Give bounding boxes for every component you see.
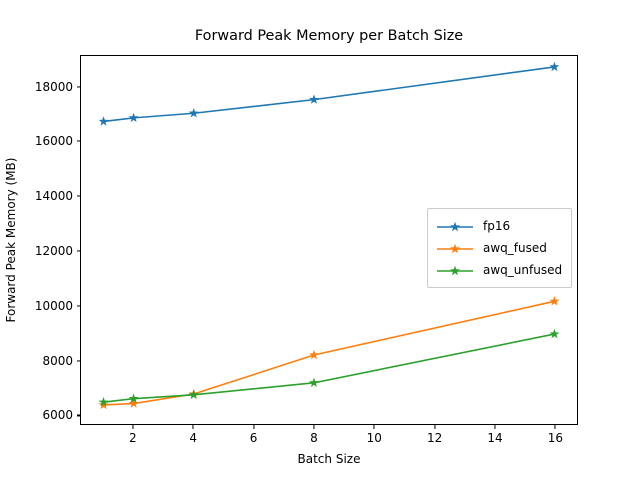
legend-label: awq_fused <box>483 241 547 255</box>
legend[interactable]: fp16 awq_fused awq_unfused <box>427 208 573 288</box>
y-tick-label: 6000 <box>42 408 73 423</box>
x-tick-mark <box>252 425 255 429</box>
x-tick-mark <box>192 425 194 429</box>
data-point-marker <box>98 399 109 410</box>
data-point-marker <box>128 112 139 123</box>
series-canvas <box>98 61 560 410</box>
x-tick-label: 14 <box>487 431 503 445</box>
data-point-marker <box>549 61 560 72</box>
x-tick-label: 6 <box>249 431 258 445</box>
x-axis-label: Batch Size <box>297 452 361 466</box>
x-tick-mark <box>434 425 436 429</box>
y-tick-mark <box>76 250 80 252</box>
data-point-marker <box>309 349 319 360</box>
data-point-marker <box>549 296 560 306</box>
x-tick-mark <box>132 425 134 429</box>
y-tick-mark <box>76 360 80 362</box>
x-tick-mark <box>313 425 315 429</box>
x-tick-label: 10 <box>366 431 382 445</box>
x-axis-tick-labels: 2 4 6 8 10 12 14 16 <box>80 431 578 449</box>
y-tick-label: 8000 <box>42 353 73 368</box>
x-tick-label: 8 <box>310 431 318 445</box>
legend-item-fp16[interactable]: fp16 <box>436 215 562 237</box>
plot-area <box>80 55 578 425</box>
y-axis-tick-labels: 6000 8000 10000 12000 14000 16000 18000 <box>0 55 73 425</box>
data-point-marker <box>188 108 199 118</box>
y-tick-label: 12000 <box>34 243 73 258</box>
y-axis-label: Forward Peak Memory (MB) <box>4 157 18 323</box>
legend-item-awq_fused[interactable]: awq_fused <box>436 237 562 259</box>
series-line <box>102 333 556 403</box>
legend-swatch-icon <box>436 241 474 255</box>
x-tick-label: 2 <box>128 431 137 445</box>
data-point-marker <box>309 377 319 388</box>
x-tick-mark <box>554 425 556 429</box>
y-tick-label: 18000 <box>34 79 73 94</box>
series-awq_unfused <box>98 328 560 407</box>
data-point-marker <box>98 397 109 407</box>
y-tick-label: 14000 <box>34 189 73 204</box>
y-tick-mark <box>76 195 80 197</box>
data-point-marker <box>128 398 139 408</box>
series-awq_fused <box>98 296 560 410</box>
data-point-marker <box>549 328 560 339</box>
y-tick-mark <box>76 85 80 88</box>
chart-title: Forward Peak Memory per Batch Size <box>194 28 464 44</box>
legend-label: fp16 <box>483 219 511 233</box>
legend-swatch-icon <box>436 219 474 233</box>
series-line <box>102 300 556 406</box>
x-tick-label: 16 <box>547 431 563 445</box>
series-fp16 <box>98 61 560 126</box>
data-point-marker <box>128 393 139 403</box>
x-tick-mark <box>494 425 496 429</box>
y-tick-mark <box>76 140 80 142</box>
y-tick-label: 10000 <box>34 298 73 313</box>
y-tick-mark <box>76 305 80 307</box>
legend-item-awq_unfused[interactable]: awq_unfused <box>436 259 562 281</box>
data-point-marker <box>188 389 199 400</box>
series-line <box>102 66 556 123</box>
data-point-marker <box>98 116 109 126</box>
x-tick-mark <box>373 425 375 429</box>
legend-label: awq_unfused <box>483 263 563 277</box>
y-tick-mark <box>76 414 80 416</box>
y-tick-label: 16000 <box>34 134 73 149</box>
data-point-marker <box>309 94 319 104</box>
x-tick-label: 12 <box>426 431 443 445</box>
legend-swatch-icon <box>436 263 474 277</box>
x-tick-label: 4 <box>189 431 197 445</box>
